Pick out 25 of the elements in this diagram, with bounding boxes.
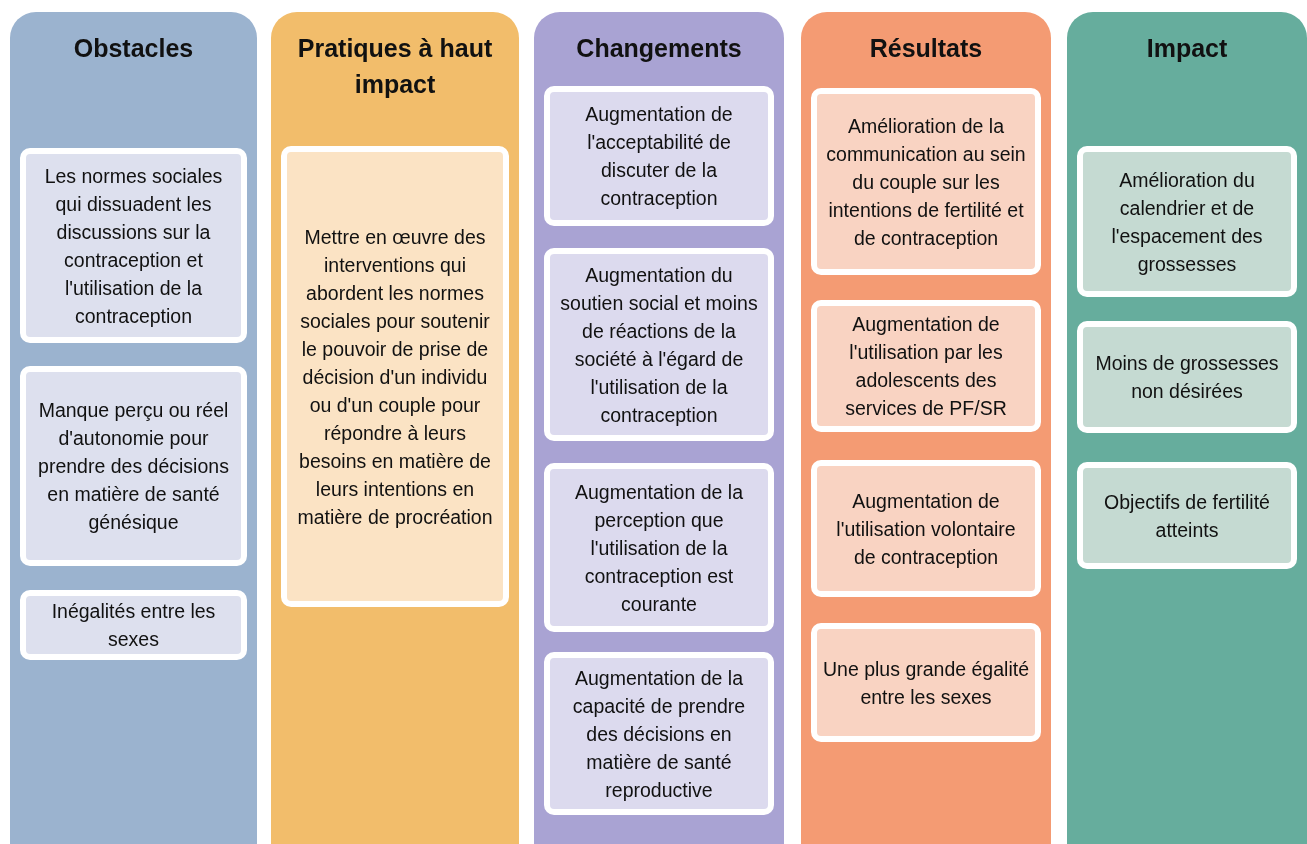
text-card: Augmentation de la capacité de prendre des décisions en matière de santé reproductive [544, 652, 774, 815]
text-card: Augmentation de l'utilisation par les adolescents des services de PF/SR [811, 300, 1041, 432]
text-card: Les normes sociales qui dissuadent les discussions sur la contraception et l'utilisation de la contraception [20, 148, 247, 343]
text-card: Mettre en œuvre des interventions qui abordent les normes sociales pour soutenir le pouvoir de prise de décision d'un individu ou d'un couple pour répondre à leurs besoins en matière de leurs intentions en matière de procréation [281, 146, 509, 607]
text-card: Amélioration du calendrier et de l'espacement des grossesses [1077, 146, 1297, 297]
column-panel [1067, 12, 1307, 844]
text-card: Augmentation du soutien social et moins de réactions de la société à l'égard de l'utilisation de la contraception [544, 248, 774, 441]
text-card: Inégalités entre les sexes [20, 590, 247, 660]
text-card: Augmentation de la perception que l'utilisation de la contraception est courante [544, 463, 774, 632]
column-panel [10, 12, 257, 844]
column-panel [534, 12, 784, 844]
column-heading: Impact [1145, 33, 1229, 64]
column-heading: Changements [575, 33, 743, 64]
text-card: Une plus grande égalité entre les sexes [811, 623, 1041, 742]
text-card: Augmentation de l'utilisation volontaire de contraception [811, 460, 1041, 597]
text-card: Moins de grossesses non désirées [1077, 321, 1297, 433]
column-heading: Résultats [868, 33, 984, 64]
column-panel [801, 12, 1051, 844]
column-panel [271, 12, 519, 844]
text-card: Manque perçu ou réel d'autonomie pour prendre des décisions en matière de santé génésique [20, 366, 247, 566]
text-card: Amélioration de la communication au sein du couple sur les intentions de fertilité et de contraception [811, 88, 1041, 275]
column-heading: Pratiques à haut impact [296, 33, 494, 100]
column-heading: Obstacles [72, 33, 195, 64]
text-card: Objectifs de fertilité atteints [1077, 462, 1297, 569]
text-card: Augmentation de l'acceptabilité de discuter de la contraception [544, 86, 774, 226]
